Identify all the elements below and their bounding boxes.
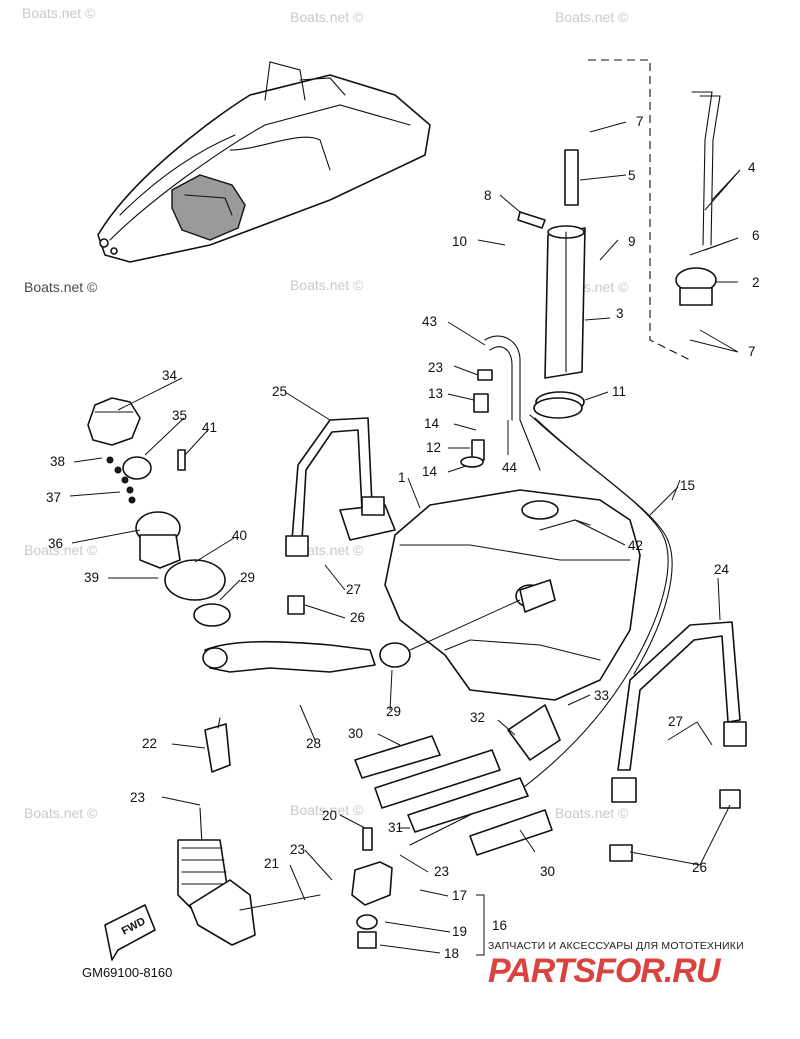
callout-32: 32 (470, 710, 485, 725)
watermark-text: Boats.net © (555, 805, 629, 821)
callout-23: 23 (434, 864, 449, 879)
breather-hose (460, 335, 583, 471)
callout-24: 24 (714, 562, 730, 577)
callout-18: 18 (444, 946, 459, 961)
fuel-hose (409, 414, 673, 846)
callout-25: 25 (272, 384, 287, 399)
callout-14: 14 (424, 416, 440, 431)
fuel-filter-assembly (177, 717, 393, 949)
callout-30: 30 (348, 726, 363, 741)
callout-7: 7 (748, 344, 756, 359)
callout-17: 17 (452, 888, 467, 903)
watermark-text: Boats.net © (24, 279, 98, 295)
brand-logo: PARTSFOR.RU (488, 952, 720, 990)
leader-lines (69, 121, 741, 956)
callouts: 7 5 4 8 10 9 6 2 3 43 7 23 34 25 13 11 3… (46, 114, 760, 961)
callout-34: 34 (162, 368, 178, 383)
callout-29: 29 (386, 704, 401, 719)
callout-23: 23 (290, 842, 305, 857)
callout-29: 29 (240, 570, 255, 585)
callout-7: 7 (636, 114, 644, 129)
callout-26: 26 (692, 860, 707, 875)
callout-12: 12 (426, 440, 441, 455)
callout-43: 43 (422, 314, 437, 329)
callout-39: 39 (84, 570, 99, 585)
callout-5: 5 (628, 168, 636, 183)
watermark-text: Boats.net © (24, 542, 98, 558)
callout-19: 19 (452, 924, 467, 939)
callout-10: 10 (452, 234, 467, 249)
callout-41: 41 (202, 420, 217, 435)
callout-33: 33 (594, 688, 609, 703)
callout-38: 38 (50, 454, 65, 469)
watermark-text: Boats.net © (24, 805, 98, 821)
watermark-text: Boats.net © (290, 277, 364, 293)
callout-28: 28 (306, 736, 321, 751)
filler-hose (202, 599, 521, 673)
watermark-text: Boats.net © (290, 9, 364, 25)
fwd-arrow: FWD (104, 904, 156, 961)
callout-36: 36 (48, 536, 63, 551)
callout-30: 30 (540, 864, 555, 879)
callout-2: 2 (752, 275, 760, 290)
callout-40: 40 (232, 528, 247, 543)
callout-13: 13 (428, 386, 443, 401)
fuel-tank (339, 489, 641, 701)
vent-hoses (588, 59, 721, 361)
strap-right (609, 621, 747, 862)
callout-31: 31 (388, 820, 403, 835)
callout-11: 11 (612, 384, 626, 399)
brand-tagline: ЗАПЧАСТИ И АКСЕССУАРЫ ДЛЯ МОТОТЕХНИКИ (488, 940, 744, 952)
callout-4: 4 (748, 160, 756, 175)
callout-44: 44 (502, 460, 518, 475)
callout-15: 15 (680, 478, 695, 493)
callout-8: 8 (484, 188, 492, 203)
callout-35: 35 (172, 408, 187, 423)
drawing-code: GM69100-8160 (82, 965, 172, 980)
callout-37: 37 (46, 490, 61, 505)
watermark-text: Boats.net © (290, 802, 364, 818)
callout-21: 21 (264, 856, 279, 871)
callout-1: 1 (398, 470, 406, 485)
callout-20: 20 (322, 808, 337, 823)
callout-22: 22 (142, 736, 157, 751)
watermark-text: Boats.net © (22, 5, 96, 21)
mats (354, 704, 561, 856)
callout-26: 26 (350, 610, 365, 625)
callout-42: 42 (628, 538, 643, 553)
callout-14: 14 (422, 464, 438, 479)
callout-23: 23 (428, 360, 443, 375)
watermark-text: Boats.net © (555, 9, 629, 25)
callout-9: 9 (628, 234, 636, 249)
callout-16: 16 (492, 918, 507, 933)
callout-23: 23 (130, 790, 145, 805)
callout-6: 6 (752, 228, 760, 243)
callout-27: 27 (346, 582, 361, 597)
strap-left (285, 417, 385, 615)
watercraft-overview (97, 61, 431, 263)
callout-27: 27 (668, 714, 683, 729)
callout-3: 3 (616, 306, 624, 321)
filler-pipe (517, 149, 586, 413)
brand-block: ЗАПЧАСТИ И АКСЕССУАРЫ ДЛЯ МОТОТЕХНИКИ PA… (488, 940, 788, 990)
filler-cap-assembly (87, 397, 231, 627)
